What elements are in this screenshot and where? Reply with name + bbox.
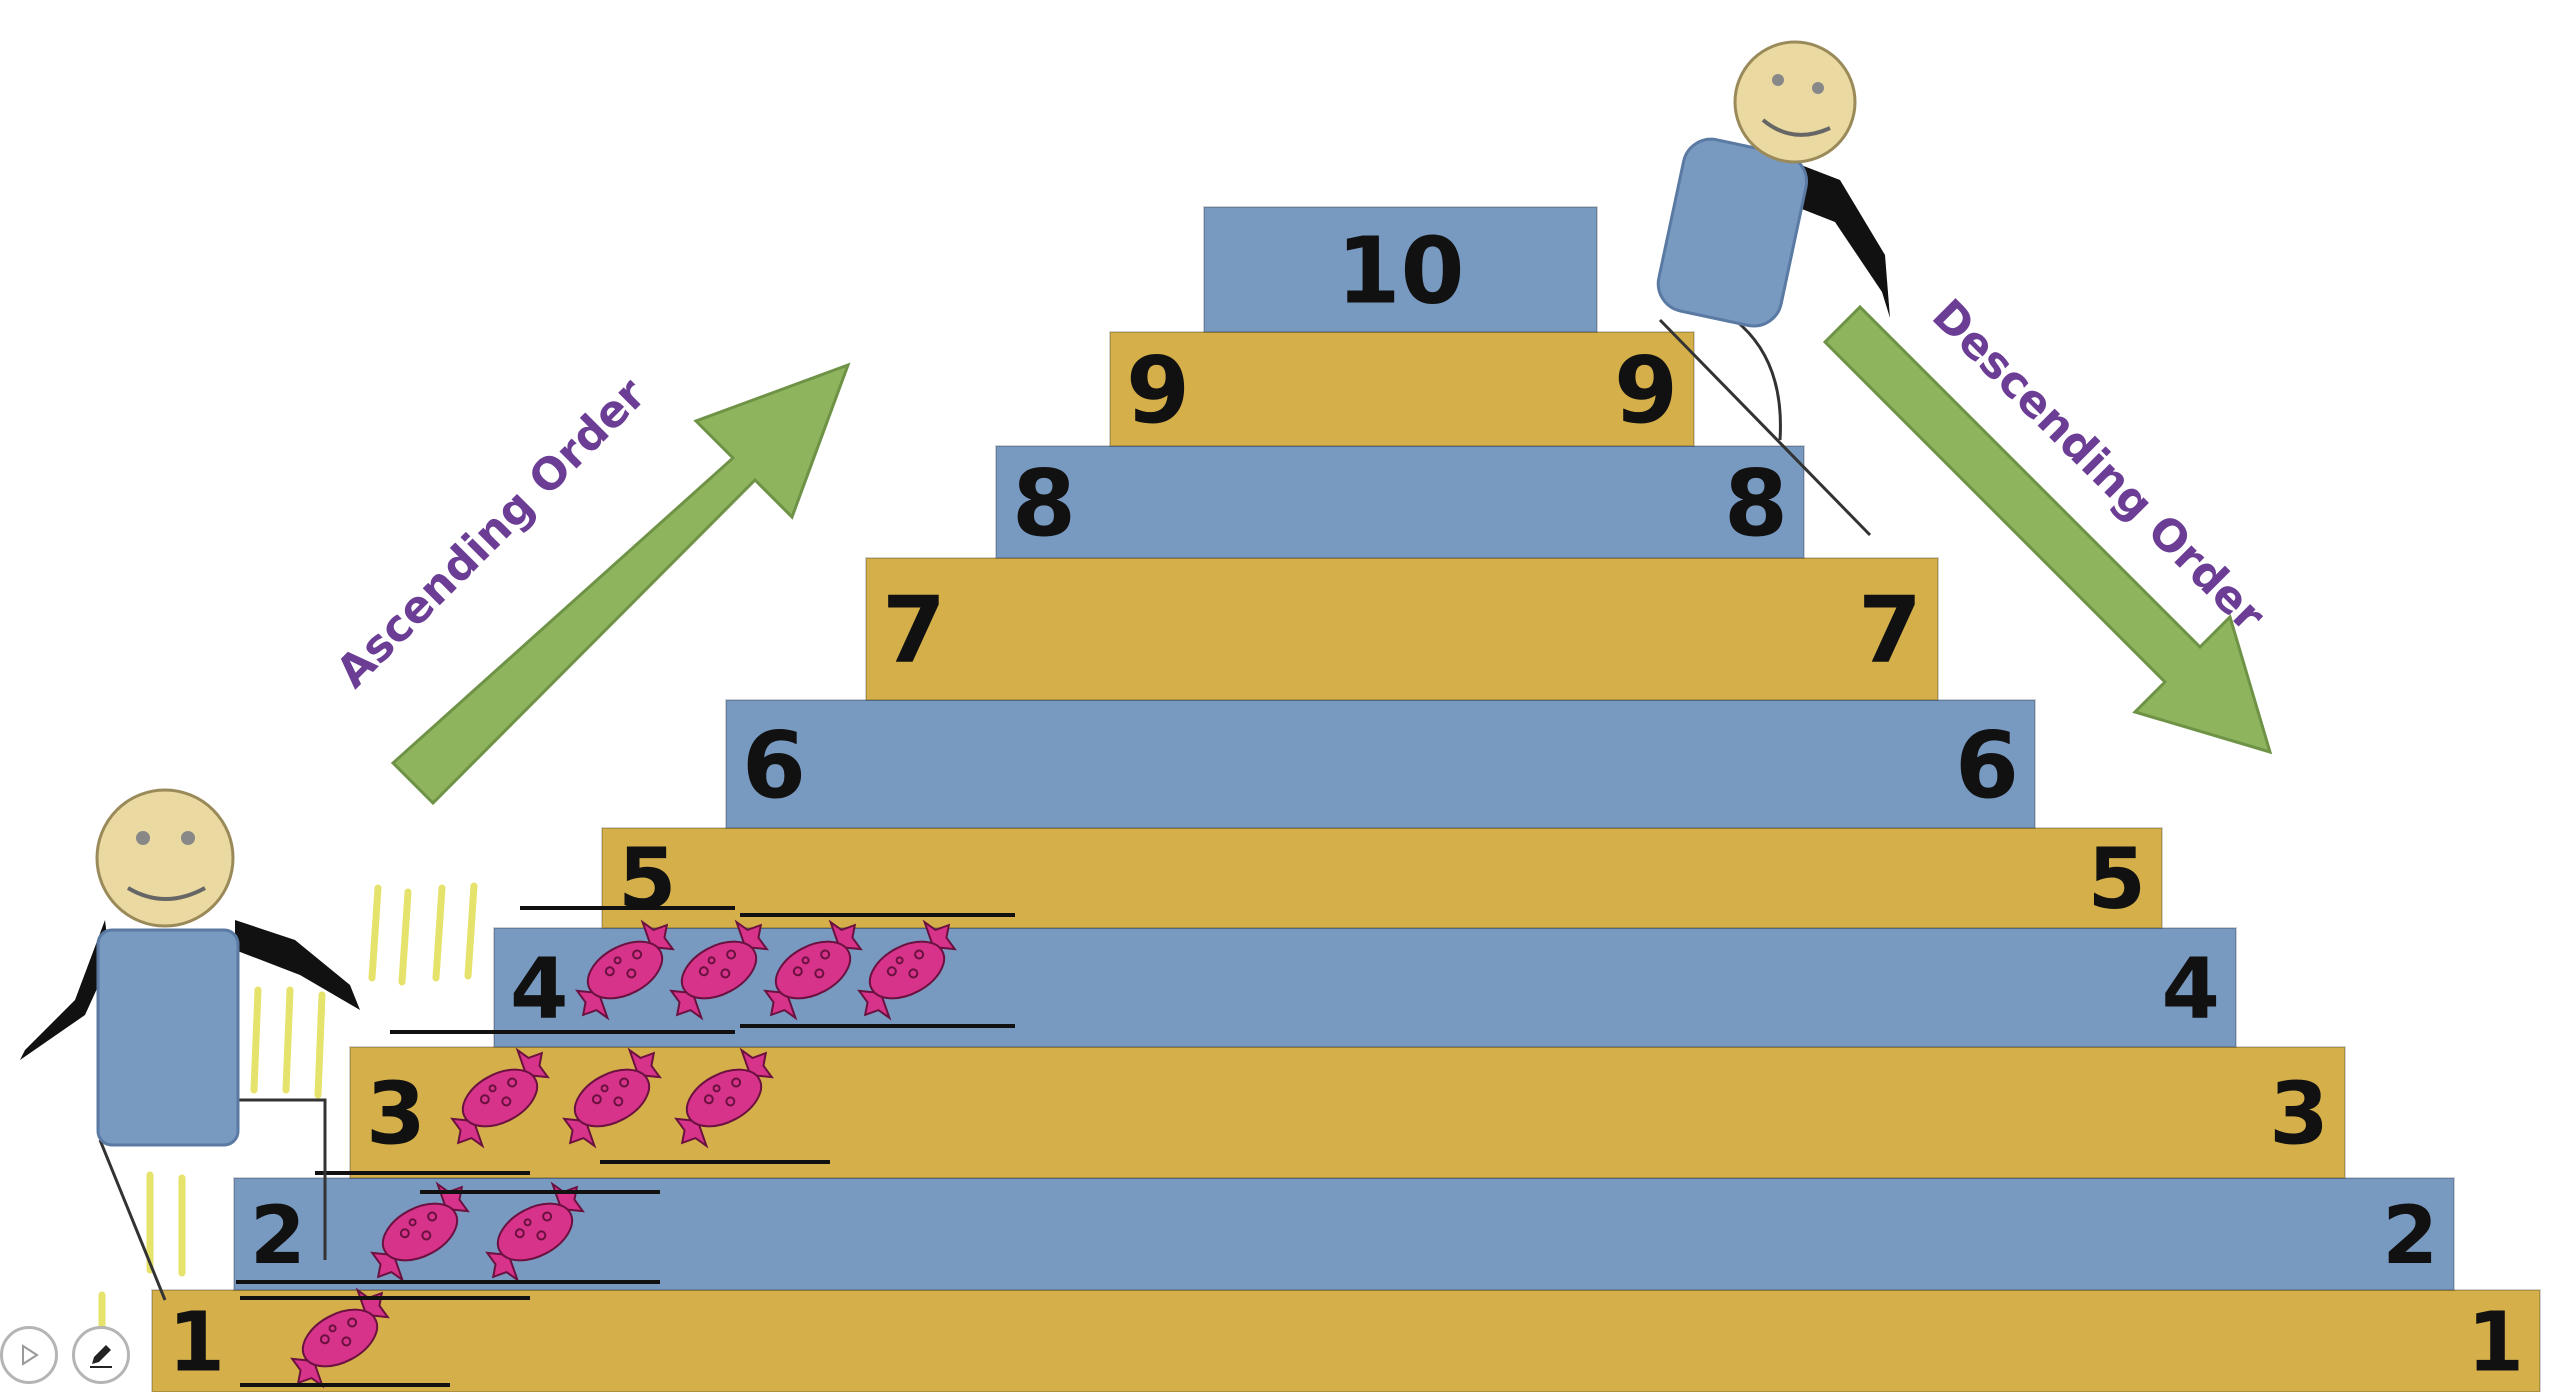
motion-lines xyxy=(98,882,478,1344)
step-7-right-number: 7 xyxy=(1858,577,1922,684)
step-4-right-number: 4 xyxy=(2162,940,2220,1038)
step-8-right-number: 8 xyxy=(1724,450,1788,557)
step-8-left-number: 8 xyxy=(1012,450,1076,557)
step-9-right-number: 9 xyxy=(1614,337,1678,444)
person-ascending-icon xyxy=(20,788,360,1301)
step-8 xyxy=(995,445,1805,559)
step-6-left-number: 6 xyxy=(742,712,806,819)
play-icon xyxy=(22,1344,39,1366)
descending-arrow-icon xyxy=(1822,304,2273,755)
step-7 xyxy=(865,557,1939,701)
step-7-left-number: 7 xyxy=(882,577,946,684)
step-6 xyxy=(725,699,2036,829)
person-descending-icon xyxy=(1656,40,1890,537)
pen-button[interactable] xyxy=(72,1326,130,1384)
step-9-left-number: 9 xyxy=(1126,337,1190,444)
step-5-left-number: 5 xyxy=(618,830,676,928)
step-6-right-number: 6 xyxy=(1955,712,2019,819)
step-3-right-number: 3 xyxy=(2269,1064,2329,1164)
ascending-arrow-icon xyxy=(390,362,851,806)
step-1-left-number: 1 xyxy=(168,1296,225,1391)
step-10 xyxy=(1203,206,1598,333)
step-outline-lines xyxy=(236,906,1015,1387)
ascending-label: Ascending Order xyxy=(327,369,656,698)
step-3-left-number: 3 xyxy=(366,1064,426,1164)
step-9 xyxy=(1109,331,1695,447)
step-3 xyxy=(349,1046,2346,1179)
step-2-left-number: 2 xyxy=(250,1189,306,1282)
step-2-right-number: 2 xyxy=(2382,1189,2438,1282)
step-1 xyxy=(151,1289,2541,1392)
step-10-left-number: 10 xyxy=(1336,218,1464,325)
pen-icon xyxy=(90,1345,112,1368)
play-button[interactable] xyxy=(0,1326,58,1384)
step-5-right-number: 5 xyxy=(2088,830,2146,928)
step-4-left-number: 4 xyxy=(510,940,568,1038)
step-1-right-number: 1 xyxy=(2467,1296,2524,1391)
step-5 xyxy=(601,827,2163,929)
step-2 xyxy=(233,1177,2455,1291)
